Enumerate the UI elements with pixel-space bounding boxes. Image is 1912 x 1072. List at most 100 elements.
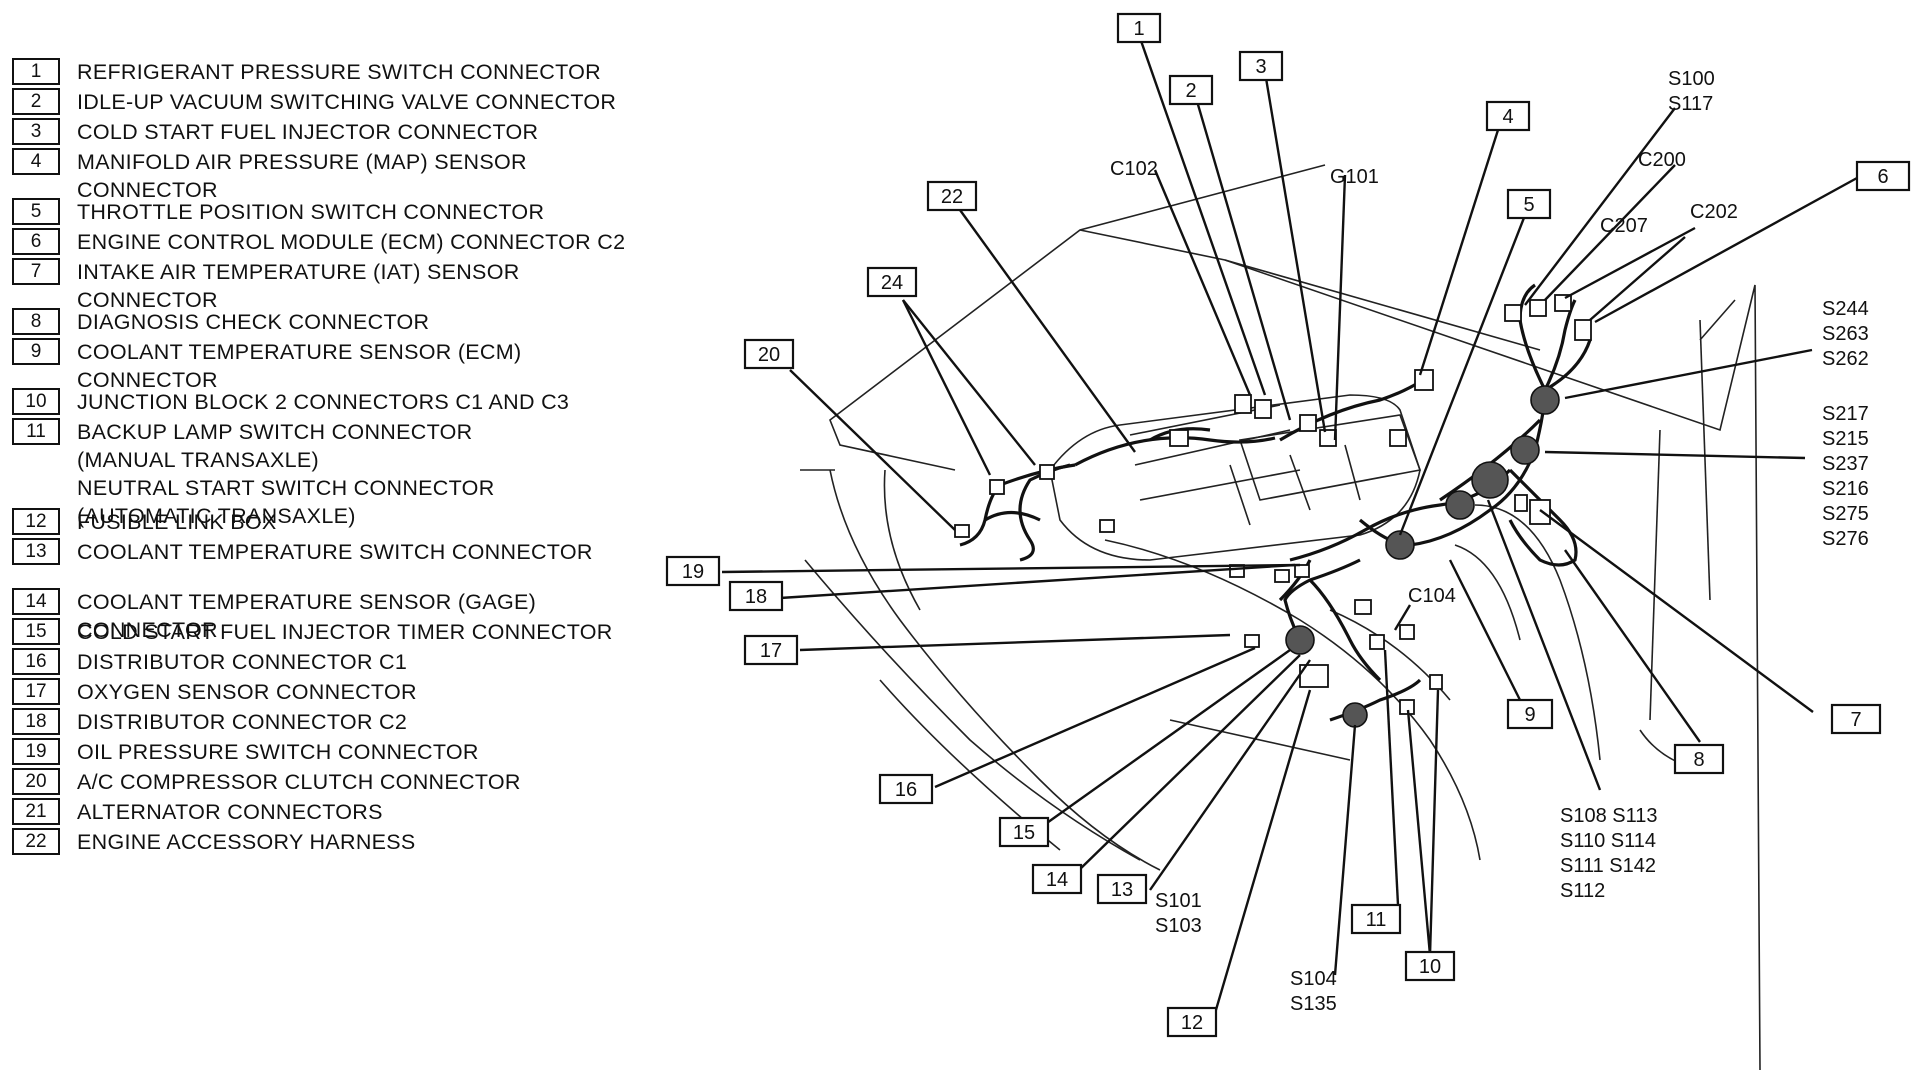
callout-2: 2 [1168,74,1214,106]
label-s108-s113: S108 S113 [1560,805,1658,827]
label-s216: S216 [1822,478,1869,500]
callout-20: 20 [743,338,795,370]
legend-item-6: 6 ENGINE CONTROL MODULE (ECM) CONNECTOR C… [12,228,625,256]
svg-text:16: 16 [895,779,917,801]
legend-label: REFRIGERANT PRESSURE SWITCH CONNECTOR [77,60,601,84]
svg-text:20: 20 [758,344,780,366]
callout-24: 24 [866,266,918,298]
label-s215: S215 [1822,428,1869,450]
callout-15: 15 [998,816,1050,848]
callout-19: 19 [665,555,721,587]
legend-number: 13 [12,538,60,565]
legend-number: 8 [12,308,60,335]
svg-text:10: 10 [1419,956,1441,978]
legend-label: OXYGEN SENSOR CONNECTOR [77,680,417,704]
svg-text:2: 2 [1185,80,1196,102]
legend-label: INTAKE AIR TEMPERATURE (IAT) SENSOR CONN… [77,260,520,312]
legend-number: 2 [12,88,60,115]
legend-number: 12 [12,508,60,535]
callout-14: 14 [1031,863,1083,895]
legend-label: COOLANT TEMPERATURE SWITCH CONNECTOR [77,540,593,564]
legend-label: FUSIBLE LINK BOX [77,510,277,534]
callout-6: 6 [1855,160,1911,192]
label-s276: S276 [1822,528,1869,550]
label-s244: S244 [1822,298,1869,320]
legend-label: THROTTLE POSITION SWITCH CONNECTOR [77,200,545,224]
label-s262: S262 [1822,348,1869,370]
legend-item-10: 10 JUNCTION BLOCK 2 CONNECTORS C1 AND C3 [12,388,569,416]
svg-text:4: 4 [1502,106,1513,128]
legend-label: ENGINE CONTROL MODULE (ECM) CONNECTOR C2 [77,230,626,254]
legend-label: DIAGNOSIS CHECK CONNECTOR [77,310,430,334]
callout-12: 12 [1166,1006,1218,1038]
label-s101: S101 [1155,890,1202,912]
callout-10: 10 [1404,950,1456,982]
label-s110-s114: S110 S114 [1560,830,1656,852]
label-c207: C207 [1600,215,1648,237]
legend-label: MANIFOLD AIR PRESSURE (MAP) SENSOR CONNE… [77,150,527,202]
svg-text:24: 24 [881,272,903,294]
label-s111-s142: S111 S142 [1560,855,1656,877]
legend-number: 9 [12,338,60,365]
legend-label: OIL PRESSURE SWITCH CONNECTOR [77,740,479,764]
legend-label: COOLANT TEMPERATURE SENSOR (ECM) CONNECT… [77,340,522,392]
legend-item-15: 15 COLD START FUEL INJECTOR TIMER CONNECT… [12,618,613,646]
legend-label: COLD START FUEL INJECTOR CONNECTOR [77,120,539,144]
legend-number: 15 [12,618,60,645]
callout-4: 4 [1485,100,1531,132]
legend-label: ENGINE ACCESSORY HARNESS [77,830,416,854]
callout-3: 3 [1238,50,1284,82]
legend-item-5: 5 THROTTLE POSITION SWITCH CONNECTOR [12,198,544,226]
wiring-harness [959,283,1592,722]
legend-item-1: 1 REFRIGERANT PRESSURE SWITCH CONNECTOR [12,58,601,86]
legend-number: 21 [12,798,60,825]
label-c102: C102 [1110,158,1158,180]
callout-8: 8 [1673,743,1725,775]
legend-label: DISTRIBUTOR CONNECTOR C2 [77,710,408,734]
legend-number: 17 [12,678,60,705]
label-c104: C104 [1408,585,1456,607]
legend-item-9: 9 COOLANT TEMPERATURE SENSOR (ECM) CONNEC… [12,338,521,394]
legend-label: A/C COMPRESSOR CLUTCH CONNECTOR [77,770,521,794]
legend-label: COLD START FUEL INJECTOR TIMER CONNECTOR [77,620,613,644]
legend-number: 6 [12,228,60,255]
legend-label: JUNCTION BLOCK 2 CONNECTORS C1 AND C3 [77,390,570,414]
legend-item-13: 13 COOLANT TEMPERATURE SWITCH CONNECTOR [12,538,593,566]
callout-17: 17 [743,634,799,666]
legend-number: 10 [12,388,60,415]
label-s112: S112 [1560,880,1605,902]
callout-7: 7 [1830,703,1882,735]
legend-label: DISTRIBUTOR CONNECTOR C1 [77,650,408,674]
label-g101: G101 [1330,166,1379,188]
legend-number: 22 [12,828,60,855]
label-s217: S217 [1822,403,1869,425]
callout-1: 1 [1116,12,1162,44]
legend-item-21: 21 ALTERNATOR CONNECTORS [12,798,383,826]
legend-item-17: 17 OXYGEN SENSOR CONNECTOR [12,678,417,706]
legend-number: 5 [12,198,60,225]
engine-block [1049,394,1422,561]
label-s263: S263 [1822,323,1869,345]
svg-text:15: 15 [1013,822,1035,844]
legend-number: 11 [12,418,60,445]
svg-text:5: 5 [1523,194,1534,216]
svg-text:13: 13 [1111,879,1133,901]
legend-number: 18 [12,708,60,735]
legend-number: 1 [12,58,60,85]
legend-label: ALTERNATOR CONNECTORS [77,800,383,824]
legend-number: 4 [12,148,60,175]
callout-13: 13 [1096,873,1148,905]
svg-text:1: 1 [1133,18,1144,40]
svg-text:17: 17 [760,640,782,662]
leader-lines [721,37,1858,1021]
label-c200: C200 [1638,149,1686,171]
label-s117: S117 [1668,93,1713,115]
svg-text:8: 8 [1693,749,1704,771]
